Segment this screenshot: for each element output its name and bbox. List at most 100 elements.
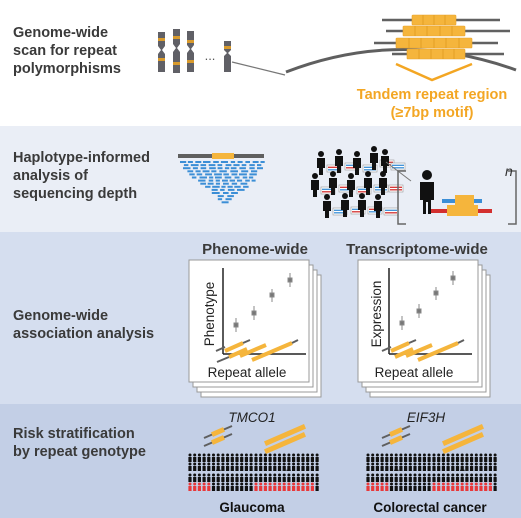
person-icon (211, 453, 216, 462)
person-icon (296, 453, 300, 462)
person-icon (221, 462, 225, 471)
person-icon (404, 462, 408, 471)
person-icon (306, 462, 310, 471)
person-icon (441, 482, 445, 491)
genome-curve (285, 48, 517, 74)
person-icon (221, 473, 225, 482)
copies-exponent: n (505, 163, 513, 179)
person-icon (455, 473, 460, 482)
person-icon (366, 462, 370, 471)
person-icon (375, 462, 379, 471)
person-icon (413, 453, 417, 462)
person-icon (413, 482, 417, 491)
person-icon (470, 462, 474, 471)
person-icon (226, 453, 230, 462)
person-icon (380, 462, 384, 471)
person-icon (273, 482, 277, 491)
person-icon (389, 482, 394, 491)
person-icon (211, 482, 216, 491)
person-icon (484, 482, 488, 491)
repeat-allele-icon (381, 425, 411, 447)
person-icon (301, 473, 305, 482)
person-icon (240, 462, 244, 471)
person-icon (188, 473, 192, 482)
phenome-y-axis-label: Phenotype (202, 282, 217, 347)
person-icon (418, 453, 422, 462)
person-icon (188, 462, 192, 471)
risk-population-grids (188, 453, 497, 491)
person-icon (427, 482, 431, 491)
person-icon (244, 462, 248, 471)
person-icon (474, 473, 478, 482)
person-icon (315, 462, 319, 471)
bracket-left (397, 170, 406, 225)
person-icon (311, 173, 336, 197)
person-icon (282, 473, 286, 482)
person-icon (197, 473, 201, 482)
person-icon (399, 453, 403, 462)
person-icon (287, 473, 291, 482)
person-icon (254, 453, 258, 462)
person-icon (413, 473, 417, 482)
person-icon (470, 453, 474, 462)
person-icon (259, 462, 263, 471)
person-icon (380, 482, 384, 491)
transcriptome-x-axis-label: Repeat allele (375, 365, 454, 380)
person-icon (394, 462, 398, 471)
person-icon (315, 453, 319, 462)
person-icon (413, 462, 417, 471)
person-icon (254, 462, 258, 471)
person-icon (446, 482, 450, 491)
person-icon (479, 453, 483, 462)
person-icon (230, 453, 234, 462)
person-icon (441, 462, 445, 471)
person-icon (488, 473, 492, 482)
person-icon (240, 482, 244, 491)
person-icon (296, 462, 300, 471)
person-icon (484, 462, 488, 471)
person-icon (493, 462, 497, 471)
person-icon (254, 473, 258, 482)
person-icon (451, 482, 455, 491)
person-icon (455, 462, 460, 471)
grid-ellipsis: ... (282, 460, 292, 474)
person-icon (292, 482, 296, 491)
person-icon (249, 482, 253, 491)
person-icon (249, 473, 253, 482)
person-icon (306, 482, 310, 491)
person-icon (226, 462, 230, 471)
person-icon (315, 473, 319, 482)
person-icon (292, 473, 296, 482)
person-icon (202, 453, 206, 462)
person-icon (422, 462, 426, 471)
person-icon (202, 482, 206, 491)
person-icon (221, 453, 225, 462)
person-icon (437, 462, 441, 471)
repeat-allele-icon (264, 424, 306, 454)
step-label-scan: Genome-wide scan for repeat polymorphism… (13, 25, 121, 77)
person-icon (371, 462, 375, 471)
person-icon (282, 462, 286, 471)
person-icon (268, 462, 272, 471)
person-icon (188, 453, 192, 462)
disease-label-glaucoma: Glaucoma (219, 500, 285, 515)
chromosome-4 (224, 41, 231, 72)
repeat-region-label: Tandem repeat region (357, 87, 507, 103)
person-icon (389, 473, 394, 482)
person-icon (427, 462, 431, 471)
person-icon (474, 462, 478, 471)
person-icon (366, 453, 370, 462)
person-icon (249, 462, 253, 471)
person-icon (197, 453, 201, 462)
gene-label-eif3h: EIF3H (407, 410, 446, 425)
person-icon (460, 482, 464, 491)
person-icon (259, 482, 263, 491)
person-icon (404, 482, 408, 491)
read-pileup (178, 153, 265, 204)
person-icon (432, 462, 436, 471)
haplotype-pair (431, 195, 492, 216)
chromosome-2 (173, 29, 180, 73)
person-icon (244, 453, 248, 462)
person-icon (381, 149, 406, 173)
